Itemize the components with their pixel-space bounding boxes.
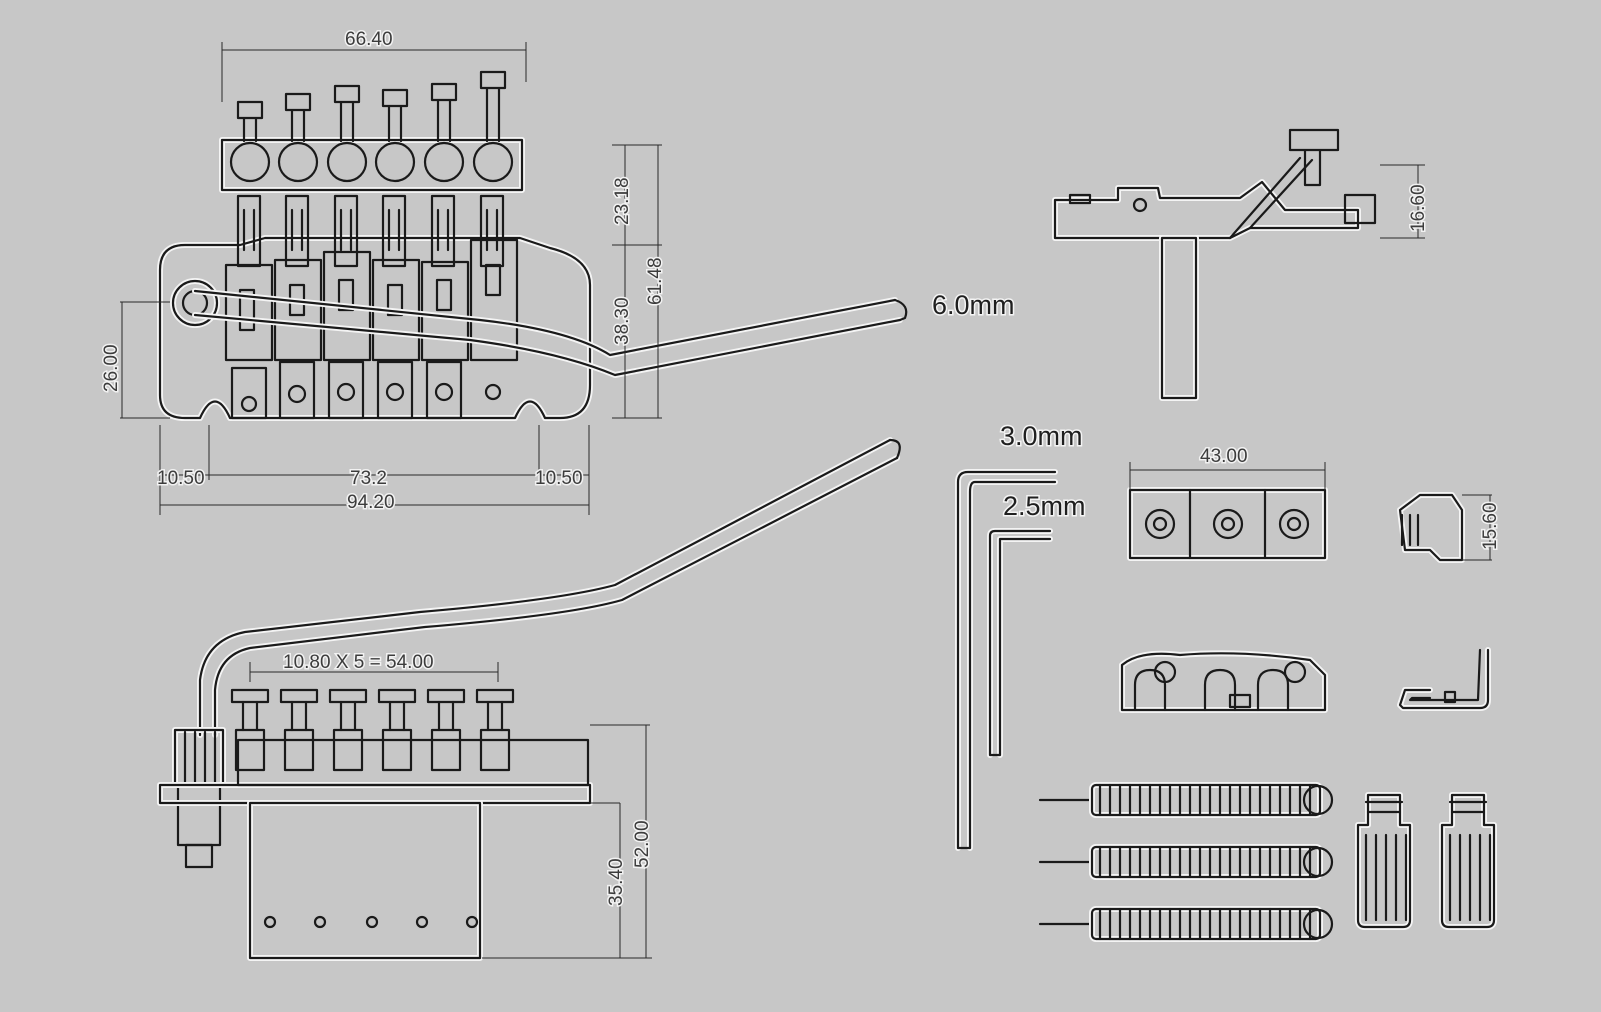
- dim-total-height: 61.48: [645, 257, 666, 305]
- lock-nut-part: 43.00: [1127, 445, 1328, 561]
- wrench-large-label: 3.0mm: [1000, 421, 1083, 451]
- small-block-part: 15.60: [1397, 492, 1503, 563]
- dim-right-offset: 10.50: [535, 468, 583, 489]
- dim-overall-width: 94.20: [347, 492, 395, 513]
- mounting-studs: [1355, 792, 1497, 930]
- arm-diameter-label: 6.0mm: [932, 290, 1015, 320]
- top-view-dimensions: 66.40 23.18 38.30 61.48 26.00 10.50 73.2…: [100, 28, 668, 515]
- string-retainer-part: [1119, 650, 1328, 713]
- dim-overall-saddle-width: 66.40: [345, 29, 393, 50]
- fine-tuner-knobs: [229, 70, 514, 183]
- dim-pivot-height: 26.00: [101, 344, 122, 392]
- spring: [1038, 844, 1334, 880]
- allen-wrenches: 3.0mm 2.5mm: [955, 420, 1087, 851]
- wrench-small-label: 2.5mm: [1003, 491, 1086, 521]
- bracket-part: [1397, 647, 1491, 711]
- tremolo-arm-top: [170, 278, 908, 378]
- string-clamp-part: 16.60: [1052, 128, 1431, 401]
- dim-side-total-height: 52.00: [632, 820, 653, 868]
- dim-saddle-spacing: 10.80 X 5 = 54.00: [283, 652, 434, 673]
- dim-saddle-height: 23.18: [612, 177, 633, 225]
- saddles: [224, 194, 519, 420]
- side-view-dimensions: 10.80 X 5 = 54.00 35.40 52.00: [249, 651, 655, 959]
- dim-left-offset: 10.50: [157, 468, 205, 489]
- lock-nut-width: 43.00: [1200, 446, 1248, 467]
- small-block-height: 15.60: [1480, 502, 1501, 550]
- spring: [1038, 906, 1334, 942]
- dim-mid-span: 73.2: [350, 468, 387, 489]
- top-view-bridge: [157, 70, 908, 421]
- tremolo-springs: [1038, 782, 1334, 942]
- spring: [1038, 782, 1334, 818]
- side-view-bridge: [157, 437, 901, 961]
- dim-body-height: 38.30: [612, 297, 633, 345]
- dim-block-height: 35.40: [606, 858, 627, 906]
- side-saddles: [230, 688, 590, 787]
- clamp-height: 16.60: [1408, 184, 1429, 232]
